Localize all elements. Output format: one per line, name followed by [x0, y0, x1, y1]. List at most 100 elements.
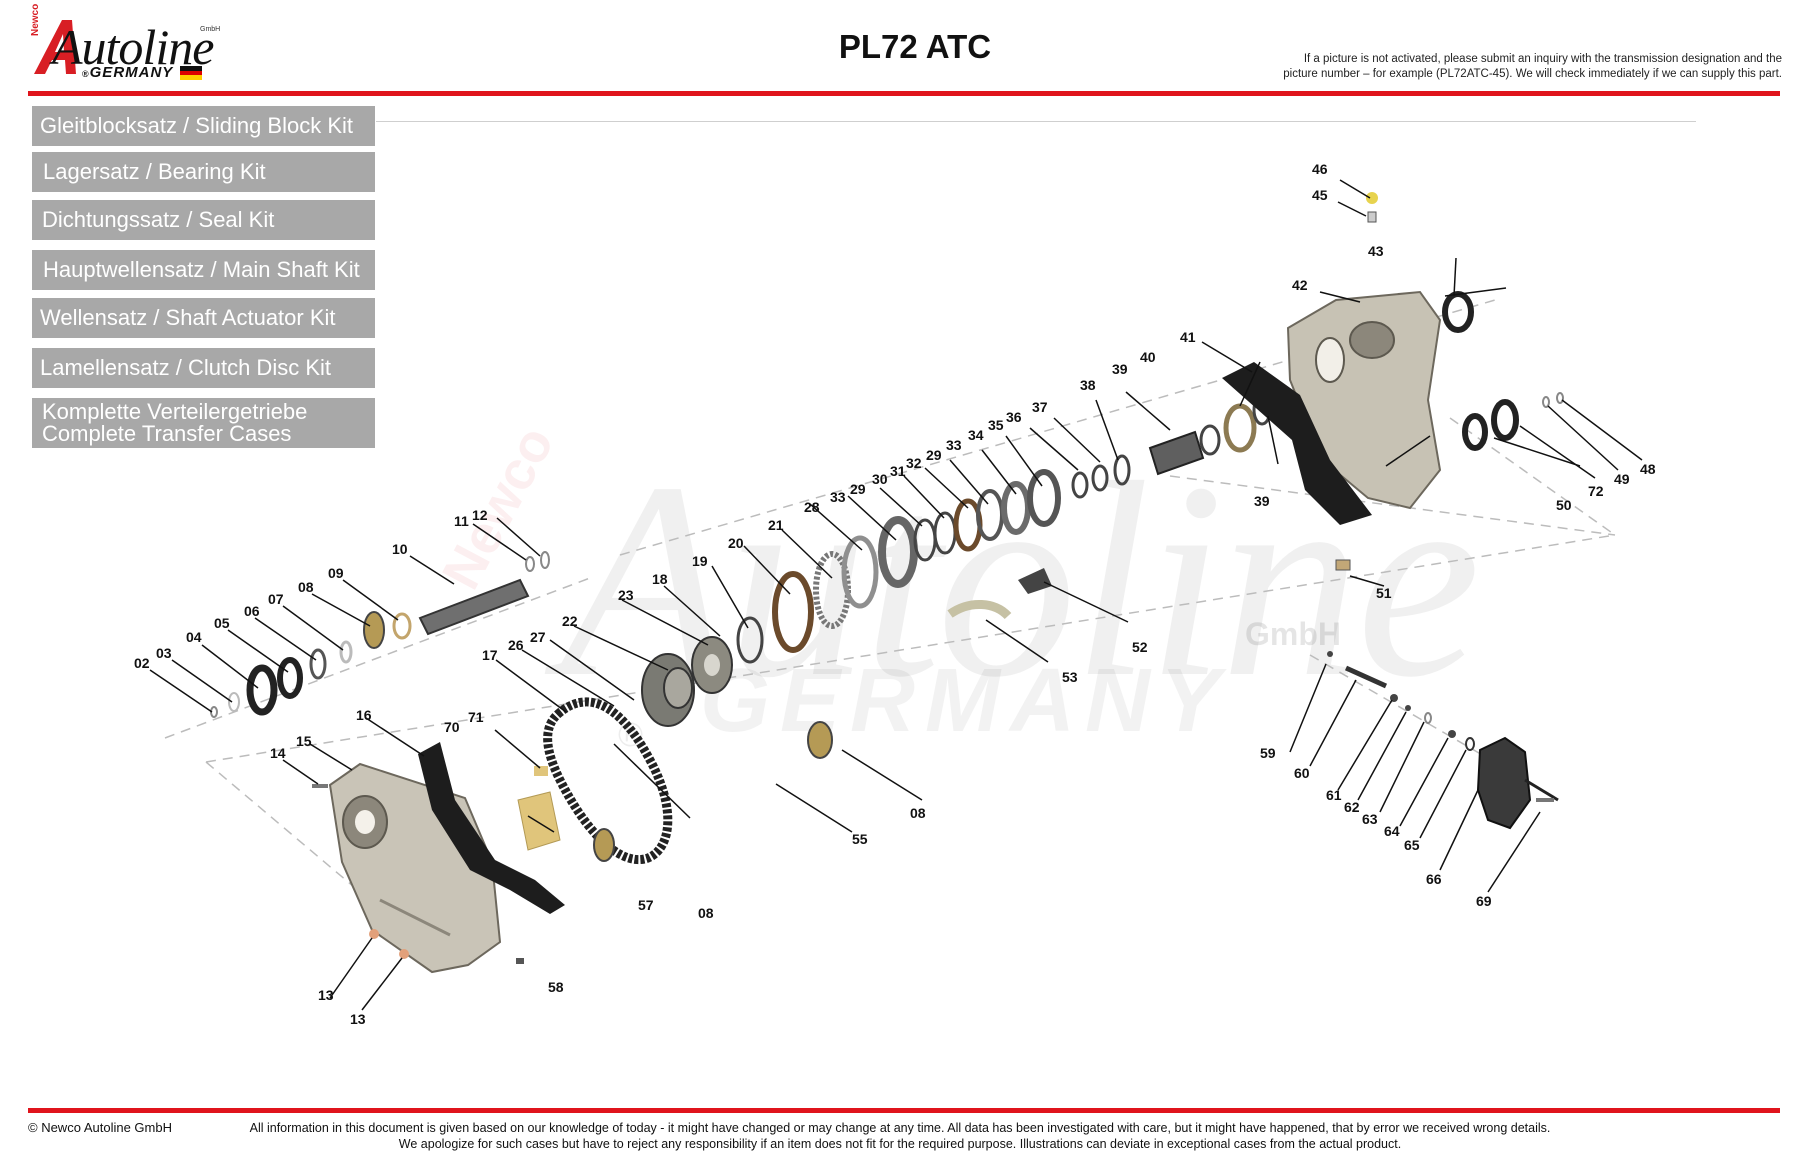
logo-a-mark-icon	[34, 20, 76, 74]
callout-46[interactable]: 46	[1312, 161, 1328, 177]
chain-guide-left[interactable]	[418, 742, 565, 914]
logo-registered-mark: ®	[82, 69, 90, 79]
callout-49[interactable]: 49	[1614, 471, 1630, 487]
callout-26[interactable]: 26	[508, 637, 524, 653]
callout-08[interactable]: 08	[298, 579, 314, 595]
callout-57[interactable]: 57	[638, 897, 654, 913]
logo-wordmark: Autoline	[52, 19, 214, 75]
footer-copyright: © Newco Autoline GmbH	[28, 1120, 172, 1135]
company-logo[interactable]: Newco Autoline GmbH ®GERMANY	[28, 4, 220, 82]
callout-03[interactable]: 03	[156, 645, 172, 661]
callout-34[interactable]: 34	[968, 427, 984, 443]
callout-65[interactable]: 65	[1404, 837, 1420, 853]
callout-20[interactable]: 20	[728, 535, 744, 551]
callout-14[interactable]: 14	[270, 745, 286, 761]
callout-30[interactable]: 30	[872, 471, 888, 487]
callout-64[interactable]: 64	[1384, 823, 1400, 839]
callout-29b[interactable]: 29	[926, 447, 942, 463]
callout-08c[interactable]: 08	[698, 905, 714, 921]
callout-62[interactable]: 62	[1344, 799, 1360, 815]
callout-55[interactable]: 55	[852, 831, 868, 847]
bearing-kit-button[interactable]: Lagersatz / Bearing Kit	[32, 152, 375, 192]
callout-51[interactable]: 51	[1376, 585, 1392, 601]
callout-32[interactable]: 32	[906, 455, 922, 471]
drive-sprocket[interactable]	[641, 653, 695, 727]
callout-04[interactable]: 04	[186, 629, 202, 645]
callout-18[interactable]: 18	[652, 571, 668, 587]
callout-41[interactable]: 41	[1180, 329, 1196, 345]
callout-08b[interactable]: 08	[910, 805, 926, 821]
callout-labels: 02 03 04 05 06 07 08 09 10 11 12 13 13 1…	[134, 161, 1656, 1027]
callout-17[interactable]: 17	[482, 647, 498, 663]
complete-transfer-cases-button[interactable]: Komplette Verteilergetriebe Complete Tra…	[32, 398, 375, 448]
main-shaft[interactable]	[418, 578, 530, 636]
bearing-kit-label: Lagersatz / Bearing Kit	[43, 159, 266, 184]
callout-21[interactable]: 21	[768, 517, 784, 533]
callout-60[interactable]: 60	[1294, 765, 1310, 781]
callout-13b[interactable]: 13	[350, 1011, 366, 1027]
footer-disclaimer-line-1: All information in this document is give…	[249, 1121, 1551, 1135]
shift-actuator[interactable]	[1476, 736, 1559, 830]
complete-transfer-cases-label-de: Komplette Verteilergetriebe	[42, 399, 308, 424]
callout-15[interactable]: 15	[296, 733, 312, 749]
shaft-actuator-kit-button[interactable]: Wellensatz / Shaft Actuator Kit	[32, 298, 375, 338]
callout-31[interactable]: 31	[890, 463, 906, 479]
callout-72[interactable]: 72	[1588, 483, 1604, 499]
callout-61[interactable]: 61	[1326, 787, 1342, 803]
output-sleeve[interactable]	[1148, 430, 1205, 476]
callout-39b[interactable]: 39	[1254, 493, 1270, 509]
callout-39[interactable]: 39	[1112, 361, 1128, 377]
seal-kit-button[interactable]: Dichtungssatz / Seal Kit	[32, 200, 375, 240]
main-shaft-kit-button[interactable]: Hauptwellensatz / Main Shaft Kit	[32, 250, 375, 290]
callout-52[interactable]: 52	[1132, 639, 1148, 655]
callout-16[interactable]: 16	[356, 707, 372, 723]
callout-63[interactable]: 63	[1362, 811, 1378, 827]
callout-23[interactable]: 23	[618, 587, 634, 603]
clutch-disc-kit-button[interactable]: Lamellensatz / Clutch Disc Kit	[32, 348, 375, 388]
main-shaft-kit-label: Hauptwellensatz / Main Shaft Kit	[43, 257, 360, 282]
chain-guide-right[interactable]	[1222, 362, 1372, 525]
callout-50[interactable]: 50	[1556, 497, 1572, 513]
callout-02[interactable]: 02	[134, 655, 150, 671]
callout-29[interactable]: 29	[850, 481, 866, 497]
callout-35[interactable]: 35	[988, 417, 1004, 433]
callout-53[interactable]: 53	[1062, 669, 1078, 685]
callout-71[interactable]: 71	[468, 709, 484, 725]
callout-70[interactable]: 70	[444, 719, 460, 735]
callout-13[interactable]: 13	[318, 987, 334, 1003]
callout-45[interactable]: 45	[1312, 187, 1328, 203]
callout-06[interactable]: 06	[244, 603, 260, 619]
callout-22[interactable]: 22	[562, 613, 578, 629]
callout-59[interactable]: 59	[1260, 745, 1276, 761]
callout-40[interactable]: 40	[1140, 349, 1156, 365]
callout-11[interactable]: 11	[454, 513, 469, 529]
callout-07[interactable]: 07	[268, 591, 284, 607]
logo-germany-label: GERMANY	[89, 64, 174, 81]
callout-48[interactable]: 48	[1640, 461, 1656, 477]
sliding-block-kit-label: Gleitblocksatz / Sliding Block Kit	[40, 113, 354, 138]
callout-12[interactable]: 12	[472, 507, 488, 523]
drive-chain[interactable]	[543, 697, 673, 865]
seal-kit-label: Dichtungssatz / Seal Kit	[42, 207, 275, 232]
callout-66[interactable]: 66	[1426, 871, 1442, 887]
planetary-gear[interactable]	[691, 636, 733, 694]
callout-43[interactable]: 43	[1368, 243, 1384, 259]
callout-05[interactable]: 05	[214, 615, 230, 631]
callout-42[interactable]: 42	[1292, 277, 1308, 293]
callout-37[interactable]: 37	[1032, 399, 1048, 415]
callout-10[interactable]: 10	[392, 541, 408, 557]
callout-33b[interactable]: 33	[946, 437, 962, 453]
callout-09[interactable]: 09	[328, 565, 344, 581]
callout-28[interactable]: 28	[804, 499, 820, 515]
callout-69[interactable]: 69	[1476, 893, 1492, 909]
callout-36[interactable]: 36	[1006, 409, 1022, 425]
callout-27[interactable]: 27	[530, 629, 546, 645]
callout-19[interactable]: 19	[692, 553, 708, 569]
menu-rule	[376, 121, 1696, 122]
callout-33[interactable]: 33	[830, 489, 846, 505]
footer-divider	[28, 1108, 1780, 1113]
callout-38[interactable]: 38	[1080, 377, 1096, 393]
sliding-block-kit-button[interactable]: Gleitblocksatz / Sliding Block Kit	[32, 106, 375, 146]
logo-country-text: ®GERMANY	[82, 64, 173, 81]
callout-58[interactable]: 58	[548, 979, 564, 995]
